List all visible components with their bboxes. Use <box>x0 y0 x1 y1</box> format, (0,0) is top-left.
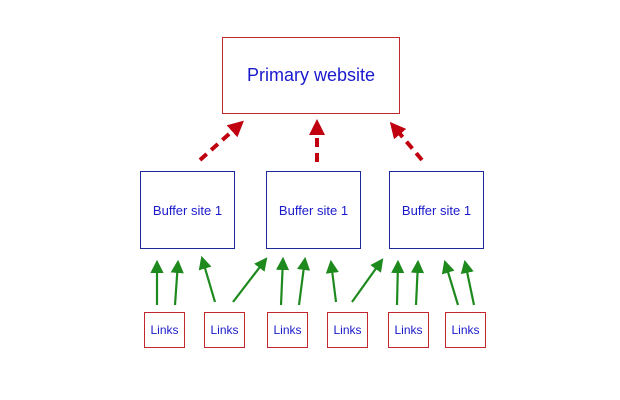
buffer1-to-primary-arrow <box>198 120 244 162</box>
links5-to-buffer3-arrow-b <box>410 259 425 306</box>
links3-to-buffer2-arrow-b <box>297 256 311 306</box>
links-box-5: Links <box>388 312 429 348</box>
buffer-site-box-2: Buffer site 1 <box>266 171 361 249</box>
links-box-3: Links <box>267 312 308 348</box>
buffer-site-box-1: Buffer site 1 <box>140 171 235 249</box>
links6-to-buffer3-arrow-a <box>441 259 460 306</box>
links-label: Links <box>273 323 302 337</box>
links3-to-buffer2-arrow-a <box>275 256 290 306</box>
links4-to-buffer3-arrow <box>351 258 384 303</box>
links-label: Links <box>451 323 480 337</box>
buffer-site-label: Buffer site 1 <box>152 202 223 218</box>
links-box-4: Links <box>327 312 368 348</box>
links-box-6: Links <box>445 312 486 348</box>
links-label: Links <box>150 323 179 337</box>
links1-to-buffer1-arrow-b <box>170 259 184 306</box>
links2-to-buffer1-arrow <box>198 255 217 303</box>
buffer-site-label: Buffer site 1 <box>401 202 472 218</box>
links-label: Links <box>394 323 423 337</box>
links-box-1: Links <box>144 312 185 348</box>
links4-to-buffer2-arrow <box>325 259 339 303</box>
links-label: Links <box>210 323 239 337</box>
links-box-2: Links <box>204 312 245 348</box>
links-label: Links <box>333 323 362 337</box>
buffer3-to-primary-arrow <box>389 121 424 162</box>
links6-to-buffer3-arrow-b <box>460 259 476 306</box>
buffer-site-label: Buffer site 1 <box>278 202 349 218</box>
buffer-site-box-3: Buffer site 1 <box>389 171 484 249</box>
links5-to-buffer3-arrow-a <box>391 259 405 306</box>
links2-to-buffer2-arrow <box>232 257 268 303</box>
primary-website-label: Primary website <box>246 65 376 85</box>
primary-website-box: Primary website <box>222 37 400 114</box>
